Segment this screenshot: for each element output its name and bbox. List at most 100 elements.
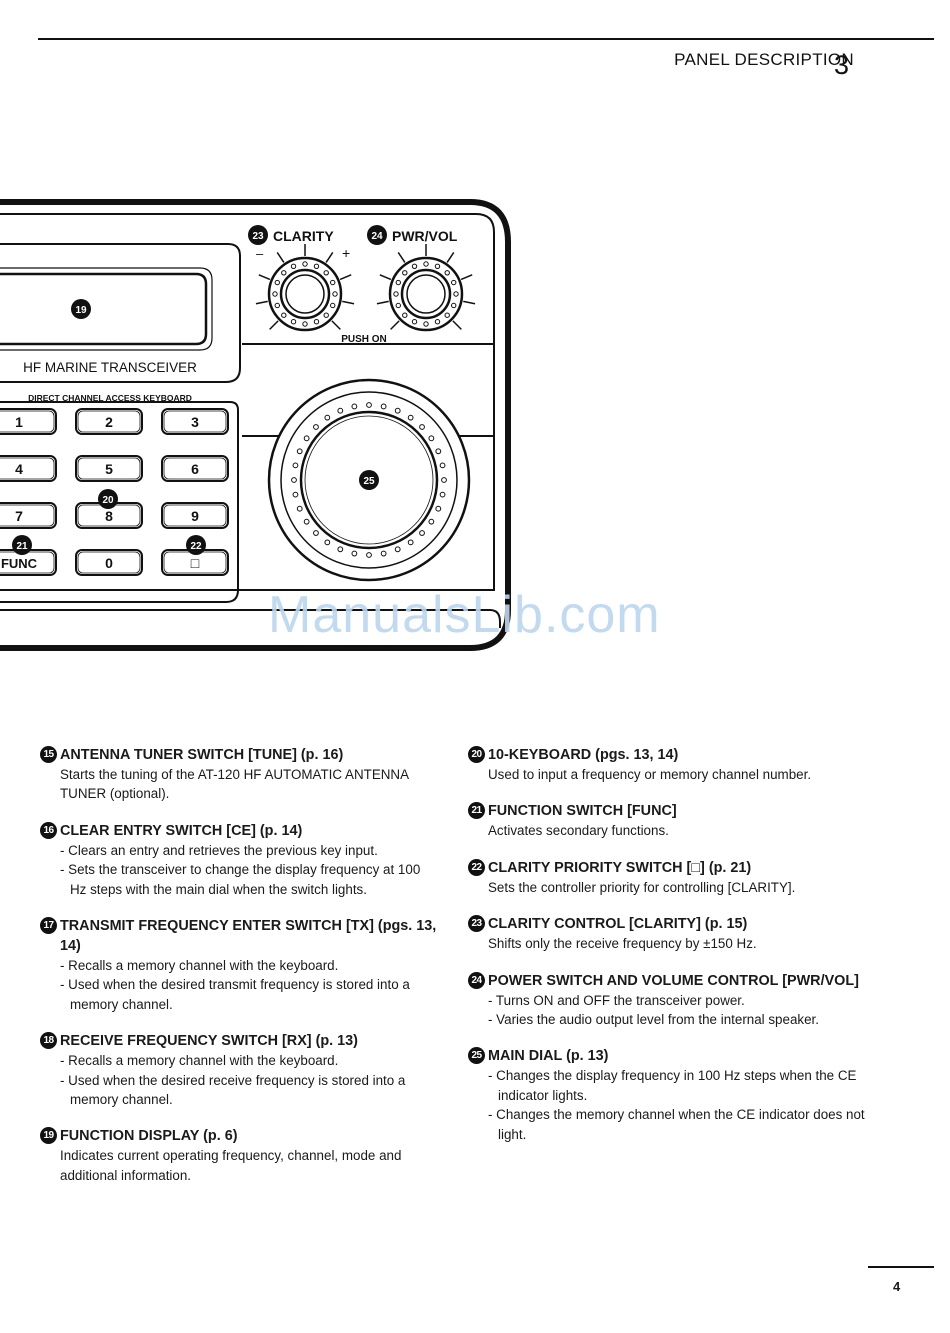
key-label: FUNC: [1, 556, 38, 571]
entry-bullet: - Turns ON and OFF the transceiver power…: [488, 992, 745, 1008]
entry-bullet: - Recalls a memory channel with the keyb…: [60, 958, 339, 974]
callout-22: 22: [190, 541, 202, 552]
key-0[interactable]: 0: [75, 549, 143, 576]
entry-number-badge: 23: [468, 915, 485, 933]
key-4[interactable]: 4: [0, 455, 57, 482]
keyboard-label: DIRECT CHANNEL ACCESS KEYBOARD: [28, 393, 192, 403]
entry-text: Indicates current operating frequency, c…: [60, 1148, 402, 1183]
key-label: 5: [105, 461, 113, 477]
key-6[interactable]: 6: [161, 455, 229, 482]
key-label: 4: [15, 461, 23, 477]
pwrvol-knob[interactable]: [376, 244, 476, 332]
entry-title-text: CLARITY PRIORITY SWITCH [□] (p. 21): [488, 859, 752, 876]
entry-title-text: RECEIVE FREQUENCY SWITCH [RX] (p. 13): [60, 1033, 358, 1050]
key-7[interactable]: 7: [0, 502, 57, 529]
clarity-plus-mark: +: [342, 245, 350, 261]
callout-23-badge: [248, 225, 268, 245]
callout-19-badge: [71, 299, 91, 319]
small-knobs: [255, 244, 476, 332]
key-label: 8: [105, 508, 113, 524]
panel-bottom-trim: [0, 609, 501, 628]
callout-20: 20: [102, 495, 114, 506]
key-label: 3: [191, 414, 199, 430]
entry-bullet: - Changes the display frequency in 100 H…: [488, 1068, 857, 1103]
entry-bullet: - Recalls a memory channel with the keyb…: [60, 1053, 339, 1069]
entry-body: - Recalls a memory channel with the keyb…: [40, 1051, 440, 1109]
entry-body: - Recalls a memory channel with the keyb…: [40, 956, 440, 1014]
footer-rule: [868, 1266, 934, 1268]
entry-number-badge: 16: [40, 821, 57, 839]
entry-body: Activates secondary functions.: [468, 821, 868, 840]
entry-title-text: 10-KEYBOARD (pgs. 13, 14): [488, 747, 679, 763]
entry-title-text: CLARITY CONTROL [CLARITY] (p. 15): [488, 916, 748, 933]
key-1[interactable]: 1: [0, 408, 57, 435]
display-window: [0, 272, 208, 346]
model-label: HF MARINE TRANSCEIVER: [23, 360, 197, 375]
entry-bullet: - Sets the transceiver to change the dis…: [60, 862, 421, 897]
entry-title-text: FUNCTION DISPLAY (p. 6): [60, 1128, 238, 1145]
key-label: 0: [105, 555, 113, 571]
entry-body: - Changes the display frequency in 100 H…: [468, 1066, 868, 1144]
entry-number-badge: 18: [40, 1032, 57, 1050]
key-9[interactable]: 9: [161, 502, 229, 529]
entry-number-badge: 19: [40, 1127, 57, 1145]
key-label: 2: [105, 414, 113, 430]
entry-number-badge: 21: [468, 802, 485, 820]
key-8[interactable]: 8: [75, 502, 143, 529]
watermark: ManualsLib.com: [268, 586, 661, 644]
callout-22-badge: [186, 535, 206, 555]
key-3[interactable]: 3: [161, 408, 229, 435]
entry-number-badge: 15: [40, 746, 57, 763]
clarity-knob[interactable]: [255, 244, 355, 332]
entry-body: Shifts only the receive frequency by ±15…: [468, 934, 868, 953]
entry-title-text: TRANSMIT FREQUENCY ENTER SWITCH [TX] (pg…: [60, 918, 437, 955]
key-2[interactable]: 2: [75, 408, 143, 435]
entry-title-text: FUNCTION SWITCH [FUNC]: [488, 803, 677, 820]
entry-text: Activates secondary functions.: [488, 823, 669, 839]
entry-body: - Turns ON and OFF the transceiver power…: [468, 991, 868, 1030]
key-5[interactable]: 5: [75, 455, 143, 482]
callout-24: 24: [371, 231, 383, 242]
entry-number-badge: 22: [468, 858, 485, 876]
key-func[interactable]: FUNC: [0, 549, 57, 576]
callout-24-badge: [367, 225, 387, 245]
callout-21: 21: [16, 541, 28, 552]
entry-number-badge: 17: [40, 917, 57, 935]
callout-21-badge: [12, 535, 32, 555]
entry-body: - Clears an entry and retrieves the prev…: [40, 841, 440, 899]
entry-bullet: - Changes the memory channel when the CE…: [488, 1107, 865, 1142]
callout-25: 25: [363, 476, 375, 487]
entry-body: Indicates current operating frequency, c…: [40, 1146, 440, 1185]
entry-text: Sets the controller priority for control…: [488, 879, 796, 895]
callout-19: 19: [75, 305, 87, 316]
key-label: □: [191, 555, 200, 571]
entry-text: Starts the tuning of the AT-120 HF AUTOM…: [60, 767, 409, 802]
entry-text: Used to input a frequency or memory chan…: [488, 767, 812, 782]
entry-body: Sets the controller priority for control…: [468, 878, 868, 897]
clarity-minus-mark: –: [256, 246, 264, 261]
entry-bullet: - Clears an entry and retrieves the prev…: [60, 842, 378, 858]
panel-inner-face: [0, 213, 495, 591]
entry-title-text: MAIN DIAL (p. 13): [488, 1048, 609, 1065]
display-housing: [0, 243, 241, 383]
page-number: 4: [893, 1279, 901, 1294]
push-on-label: PUSH ON: [341, 334, 387, 345]
entry-bullet: - Used when the desired receive frequenc…: [60, 1072, 406, 1108]
